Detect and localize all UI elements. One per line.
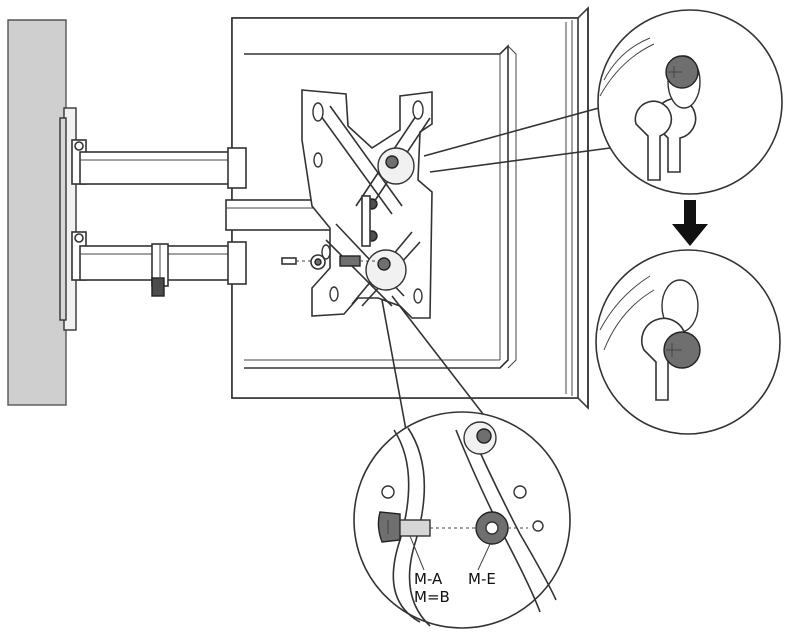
detail-circle-screw-washer bbox=[353, 411, 571, 629]
detail-circle-bottom bbox=[595, 249, 781, 435]
label-m-b: M=B bbox=[414, 588, 450, 606]
callout-lines bbox=[381, 105, 611, 437]
wall-plate bbox=[59, 107, 87, 331]
screw-and-washer-main bbox=[281, 254, 380, 270]
wall bbox=[7, 19, 67, 406]
label-m-e: M-E bbox=[468, 570, 496, 588]
arrow-down-icon bbox=[672, 200, 708, 246]
label-m-a: M-A bbox=[414, 570, 443, 588]
part-labels: M-A M=B M-E bbox=[414, 570, 496, 606]
vesa-mount-plate bbox=[301, 89, 433, 319]
detail-circle-top bbox=[597, 9, 783, 195]
